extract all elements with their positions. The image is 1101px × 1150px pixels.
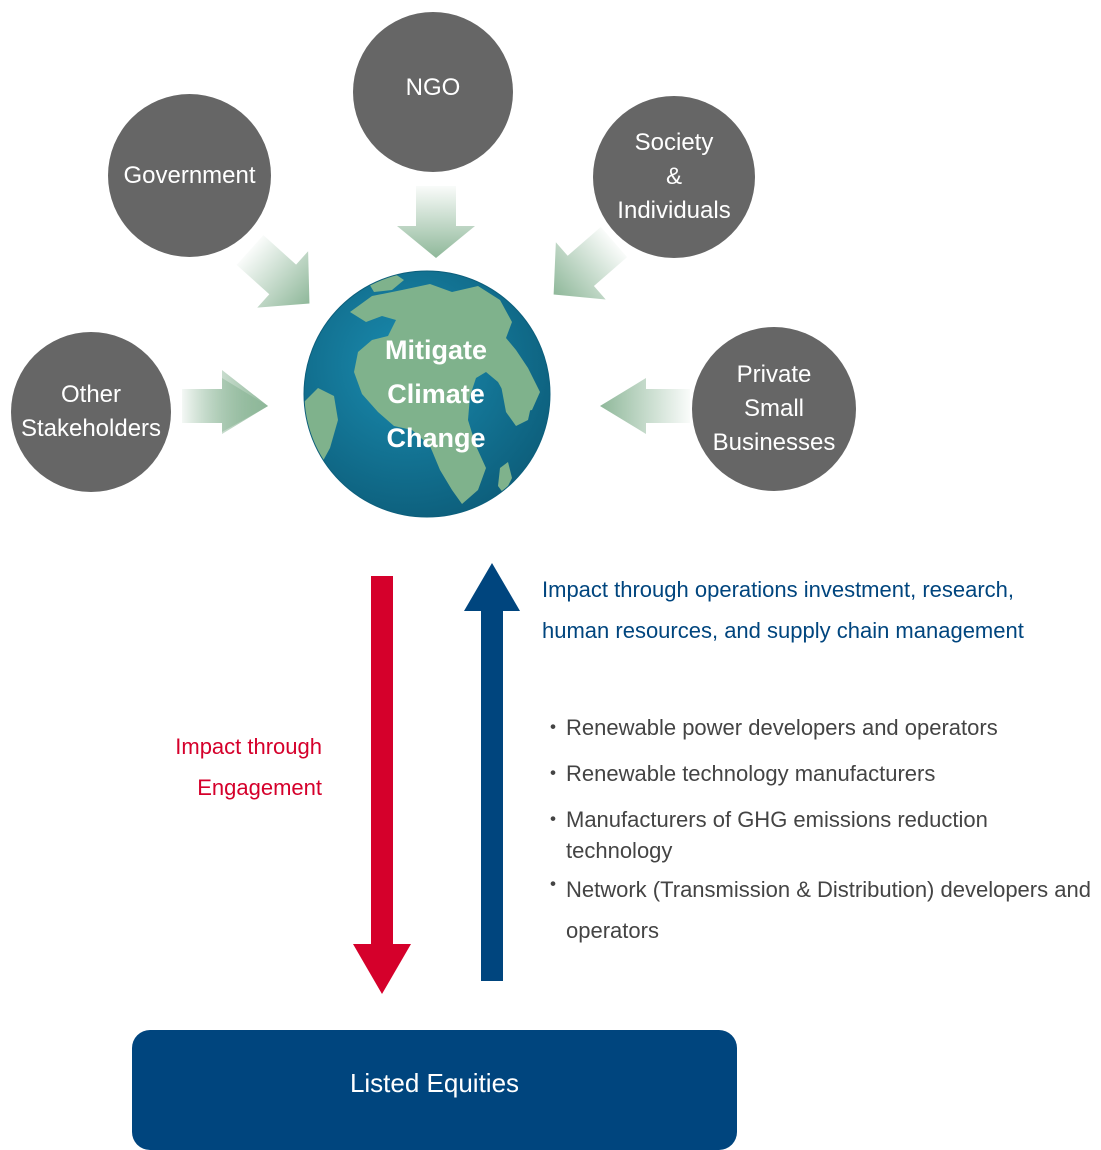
arrow-from-private-businesses [600,378,690,434]
private-label-line3: Businesses [712,429,836,456]
center-goal-label: Mitigate Climate Change [336,328,536,460]
bullet-marker: ・ [542,872,565,897]
other-label-line1: Other [60,381,122,408]
arrow-from-government [236,235,310,308]
operations-arrow [464,563,520,981]
arrow-from-other-stakeholders [182,370,268,434]
ngo-node: NGO [353,12,513,172]
sector-list: ・ Renewable power developers and operato… [542,712,1097,966]
society-label-line2: & [665,163,682,190]
private-label-line1: Private [736,361,812,388]
list-item-text: Renewable technology manufacturers [566,761,936,786]
engagement-label: Impact through Engagement [110,726,322,808]
engagement-line1: Impact through [175,734,322,759]
list-item: ・ Manufacturers of GHG emissions reducti… [542,804,1097,866]
listed-equities-box: Listed Equities [132,1030,737,1150]
list-item-text: Renewable power developers and operators [566,715,998,740]
bullet-marker: ・ [542,715,565,740]
arrow-from-society [553,226,628,300]
bullet-marker: ・ [542,807,565,832]
operations-label: Impact through operations investment, re… [542,577,1024,643]
society-label-line1: Society [634,129,714,156]
society-individuals-node: Society & Individuals [593,96,755,258]
engagement-line2: Engagement [197,775,322,800]
arrow-from-ngo [397,186,475,258]
society-label-line3: Individuals [617,197,731,224]
bullet-marker: ・ [542,761,565,786]
listed-equities-label: Listed Equities [349,1068,520,1098]
center-line3: Change [386,423,486,453]
list-item-text: Network (Transmission & Distribution) de… [566,877,1091,943]
other-label-line2: Stakeholders [20,415,162,442]
list-item: ・ Network (Transmission & Distribution) … [542,869,1097,951]
government-label: Government [123,161,256,189]
private-label-line2: Small [743,395,804,422]
ngo-label: NGO [405,74,461,101]
center-line2: Climate [387,379,485,409]
list-item: ・ Renewable technology manufacturers [542,758,1097,789]
center-line1: Mitigate [384,335,487,365]
engagement-arrow [353,576,411,994]
list-item: ・ Renewable power developers and operato… [542,712,1097,743]
government-node: Government [108,94,271,257]
private-small-businesses-node: Private Small Businesses [692,327,856,491]
other-stakeholders-node: Other Stakeholders [11,332,171,492]
list-item-text: Manufacturers of GHG emissions reduction… [566,807,988,863]
